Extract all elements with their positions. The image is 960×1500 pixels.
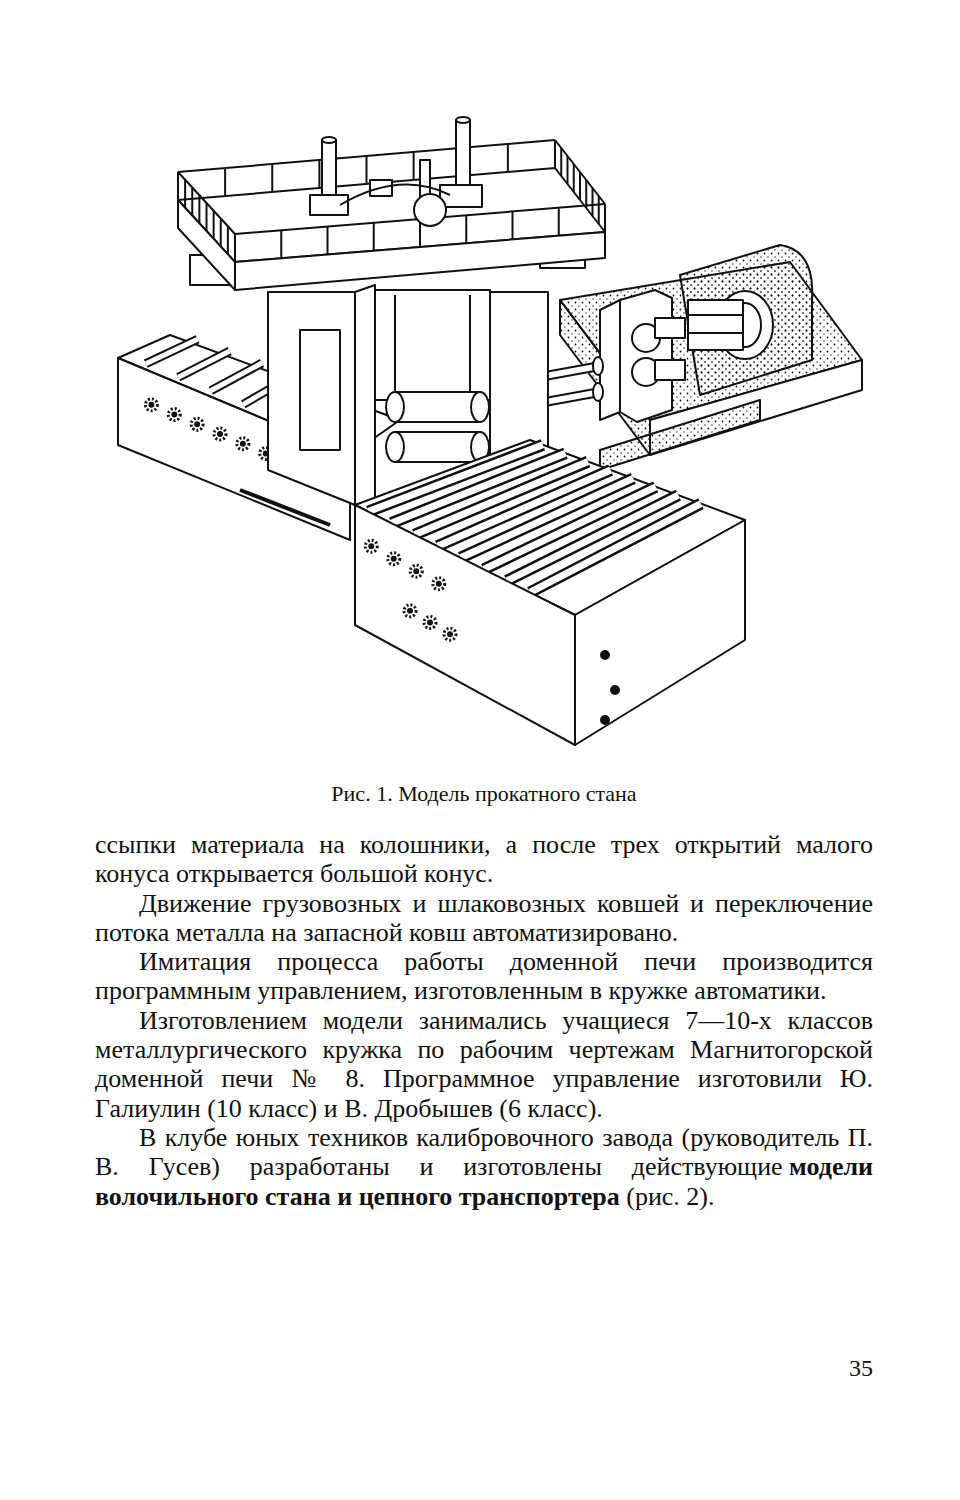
gear bbox=[404, 605, 416, 617]
paragraph: Имитация процесса работы доменной печи п… bbox=[95, 947, 873, 1006]
railing bbox=[191, 188, 193, 216]
railing bbox=[554, 140, 556, 168]
roller bbox=[507, 495, 679, 581]
gear bbox=[369, 544, 373, 548]
railing bbox=[198, 195, 200, 223]
gear bbox=[145, 399, 157, 411]
railing bbox=[177, 172, 179, 200]
railing bbox=[206, 203, 208, 231]
gear bbox=[218, 432, 222, 436]
paragraph: ссыпки материала на колошники, а после т… bbox=[95, 830, 873, 889]
gear bbox=[214, 428, 226, 440]
railing bbox=[213, 211, 215, 239]
gear-stand bbox=[600, 290, 685, 422]
railing bbox=[604, 204, 606, 232]
gear bbox=[408, 609, 412, 613]
railing bbox=[465, 215, 467, 243]
gear bbox=[149, 403, 153, 407]
gear bbox=[410, 565, 422, 577]
railing bbox=[507, 144, 509, 172]
figure-caption: Рис. 1. Модель прокатного стана bbox=[95, 780, 873, 808]
railing bbox=[280, 230, 282, 258]
railing bbox=[585, 180, 587, 208]
gear bbox=[195, 422, 199, 426]
railing bbox=[318, 160, 320, 188]
roller bbox=[178, 351, 229, 377]
gear bbox=[444, 628, 456, 640]
motor bbox=[680, 245, 812, 395]
paragraph: Изготовлением модели занимались учащиеся… bbox=[95, 1006, 873, 1123]
paragraph: Движение грузовозных и шлаковозных ковше… bbox=[95, 889, 873, 948]
railing bbox=[592, 188, 594, 216]
railing bbox=[555, 140, 605, 204]
railing bbox=[271, 164, 273, 192]
railing bbox=[366, 156, 368, 184]
railing bbox=[598, 196, 600, 224]
gear bbox=[241, 442, 245, 446]
railing bbox=[227, 226, 229, 254]
railing bbox=[224, 168, 226, 196]
gear bbox=[191, 418, 203, 430]
gear bbox=[414, 569, 418, 573]
roller bbox=[484, 487, 656, 570]
railing bbox=[184, 180, 186, 208]
gear bbox=[388, 553, 400, 565]
spindles bbox=[545, 357, 603, 406]
text-run: В клубе юных техников калибровочного зав… bbox=[95, 1123, 873, 1181]
gear bbox=[392, 557, 396, 561]
railing bbox=[567, 156, 569, 184]
railing bbox=[220, 219, 222, 247]
gear bbox=[172, 413, 176, 417]
rolling-mill-illustration bbox=[0, 0, 960, 770]
gear bbox=[448, 632, 452, 636]
gear bbox=[433, 578, 445, 590]
roller bbox=[146, 339, 198, 363]
gear bbox=[424, 617, 436, 629]
paragraph: В клубе юных техников калибровочного зав… bbox=[95, 1123, 873, 1211]
gear bbox=[365, 540, 377, 552]
railing bbox=[512, 212, 514, 240]
roller bbox=[211, 363, 262, 391]
top-platform bbox=[178, 117, 605, 290]
railing bbox=[327, 227, 329, 255]
gear bbox=[428, 621, 432, 625]
railing bbox=[573, 164, 575, 192]
railing bbox=[579, 172, 581, 200]
roller bbox=[211, 363, 262, 391]
roller bbox=[484, 487, 656, 570]
railing bbox=[178, 172, 235, 234]
body-text: ссыпки материала на колошники, а после т… bbox=[95, 830, 873, 1211]
page-number: 35 bbox=[95, 1354, 873, 1382]
gear bbox=[237, 438, 249, 450]
roller bbox=[146, 339, 198, 363]
railing bbox=[558, 208, 560, 236]
gear bbox=[168, 409, 180, 421]
railing bbox=[560, 148, 562, 176]
text-run: (рис. 2). bbox=[626, 1182, 714, 1211]
railing bbox=[373, 223, 375, 251]
roller bbox=[178, 351, 229, 377]
railing bbox=[413, 152, 415, 180]
right-roller-table bbox=[355, 440, 745, 745]
railing bbox=[234, 234, 236, 262]
gear bbox=[437, 582, 441, 586]
roller bbox=[507, 495, 679, 581]
